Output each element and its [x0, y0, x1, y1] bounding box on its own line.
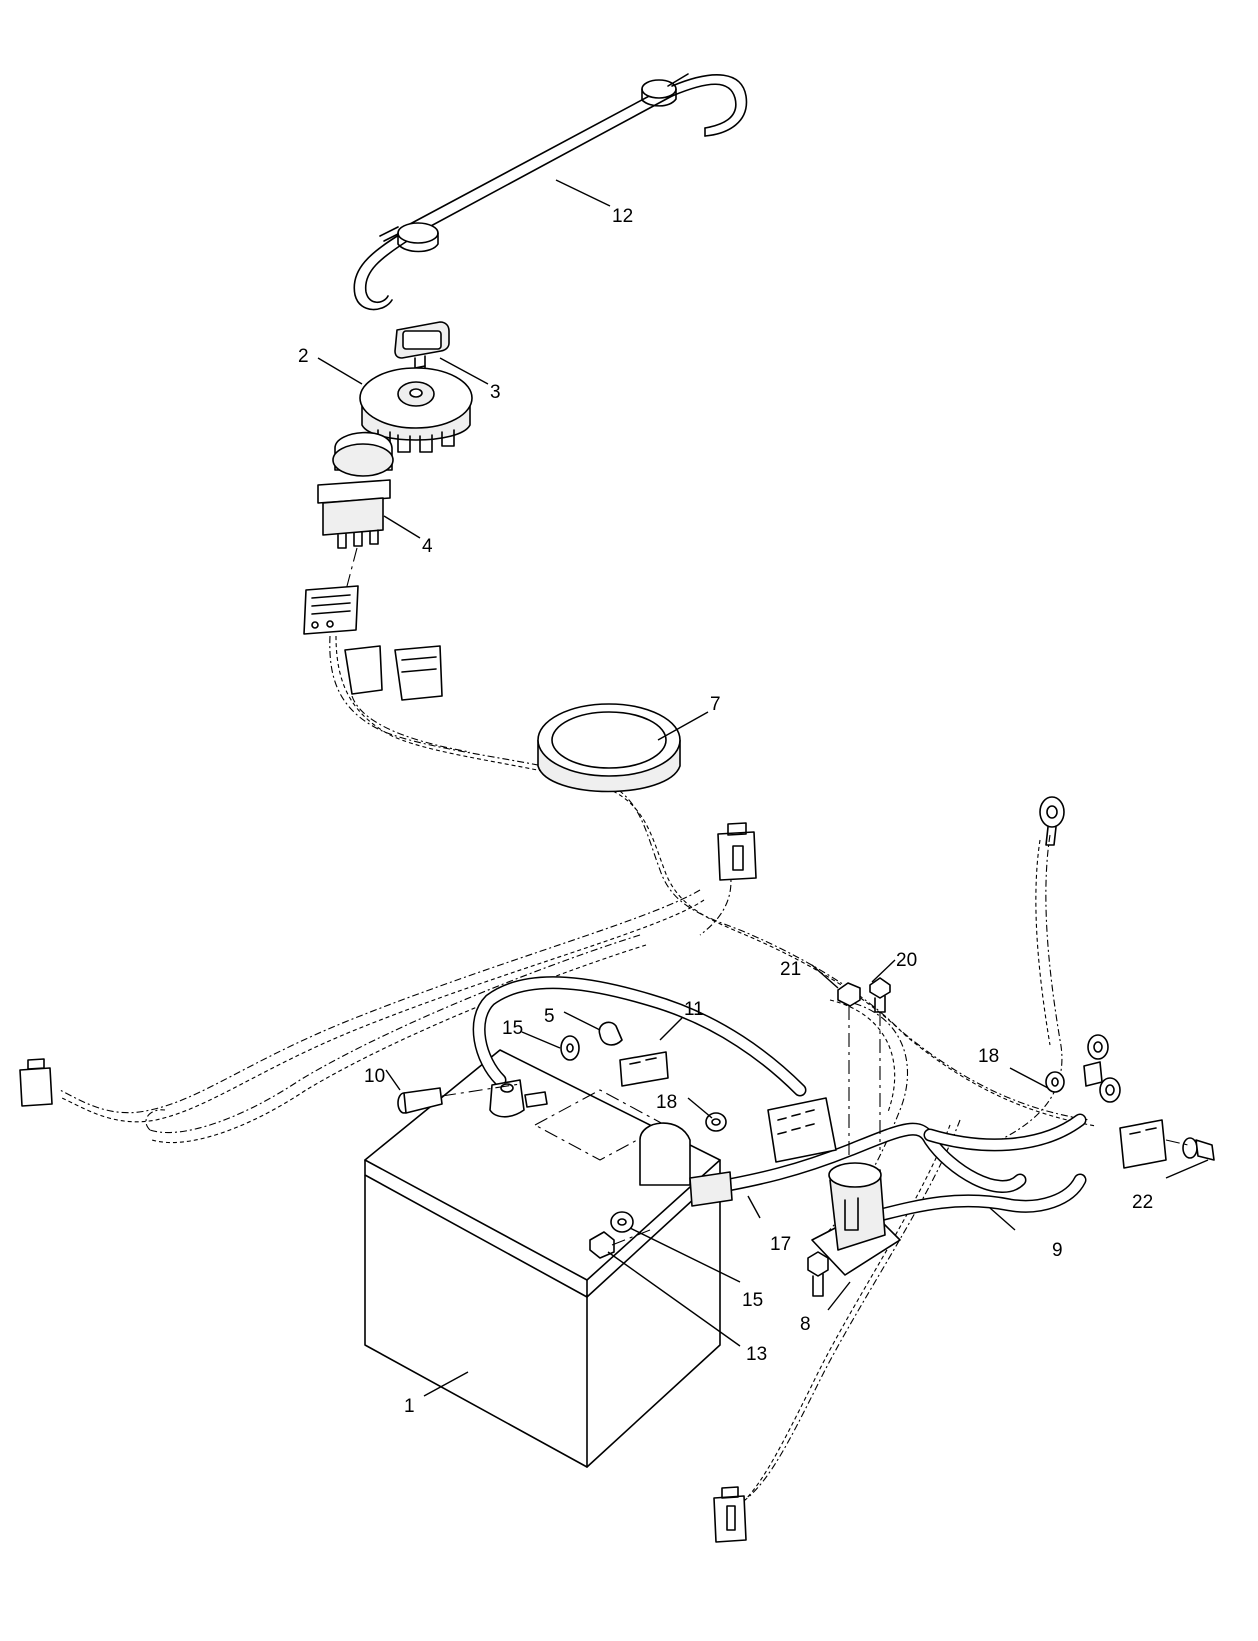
callout-12: 12 — [612, 206, 633, 227]
bolt-part-13 — [589, 1229, 651, 1259]
callout-labels: 12 2 3 4 7 21 20 11 5 15 18 10 18 22 9 1… — [298, 206, 1153, 1417]
harness-connector-upper — [303, 585, 443, 701]
ring-terminals-right — [1083, 1034, 1121, 1103]
connector-bottom — [713, 1486, 747, 1543]
callout-21: 21 — [780, 959, 801, 980]
callout-17: 17 — [770, 1234, 791, 1255]
callout-13: 13 — [746, 1344, 767, 1365]
callout-11: 11 — [684, 999, 704, 1020]
nut-part-18-right — [1045, 1071, 1065, 1093]
pto-switch-part — [317, 431, 394, 549]
callout-22: 22 — [1132, 1192, 1153, 1213]
washer-part-upper — [560, 1035, 580, 1061]
callout-15-lower: 15 — [742, 1290, 763, 1311]
callout-1: 1 — [404, 1396, 415, 1417]
leader-lines — [317, 179, 1209, 1397]
multi-pin-connector — [767, 1097, 837, 1163]
bolt-part-22 — [1165, 1137, 1215, 1161]
connector-left-end — [19, 1058, 53, 1107]
connector-right — [1119, 1119, 1167, 1169]
callout-20: 20 — [896, 950, 917, 971]
hold-down-rod-part — [353, 73, 748, 311]
battery-cables-part — [472, 976, 1087, 1222]
fuse-block-connector — [619, 1051, 669, 1087]
nut-part-21 — [837, 982, 861, 1155]
connector-top-middle — [717, 822, 757, 881]
callout-3: 3 — [490, 382, 501, 403]
bolt-part-10 — [397, 1083, 521, 1114]
bolt-part-20 — [869, 977, 891, 1150]
callout-15-upper: 15 — [502, 1018, 523, 1039]
ring-terminal-top — [1039, 796, 1065, 846]
callout-18-center: 18 — [656, 1092, 677, 1113]
callout-8: 8 — [800, 1314, 811, 1335]
solenoid-part — [807, 1162, 901, 1297]
callout-9: 9 — [1052, 1240, 1063, 1261]
callout-4: 4 — [422, 536, 433, 557]
ignition-switch-part — [359, 367, 473, 453]
callout-5: 5 — [544, 1006, 555, 1027]
callout-7: 7 — [710, 694, 721, 715]
cap-part — [537, 703, 681, 793]
clip-part — [598, 1021, 623, 1046]
callout-10: 10 — [364, 1066, 385, 1087]
terminal-clamp — [489, 1079, 548, 1118]
callout-18-right: 18 — [978, 1046, 999, 1067]
callout-2: 2 — [298, 346, 309, 367]
washer-part-lower — [610, 1211, 634, 1233]
wire-harness-part — [59, 635, 1097, 1506]
ignition-key-part — [394, 321, 450, 381]
